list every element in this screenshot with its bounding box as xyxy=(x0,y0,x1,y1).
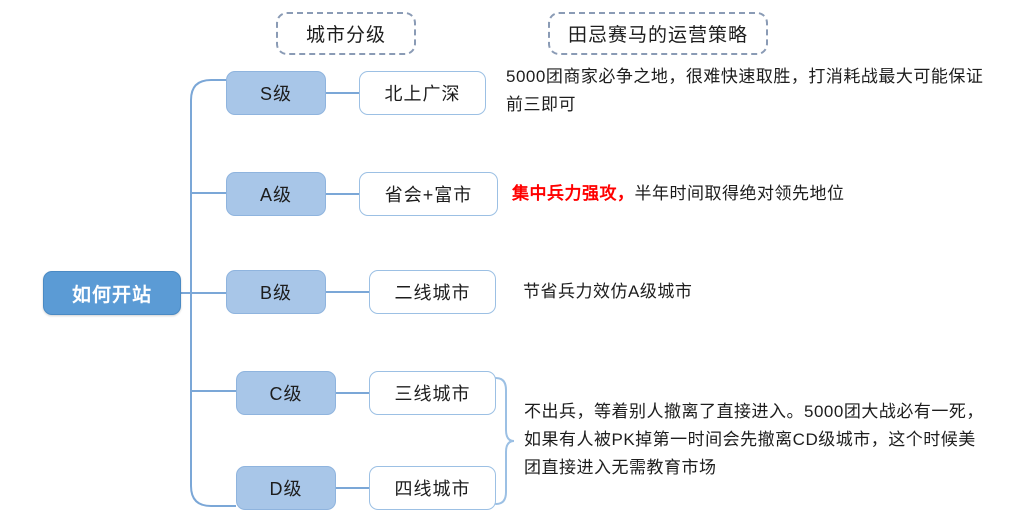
tier-node-s[interactable]: S级 xyxy=(226,71,326,115)
city-node-b[interactable]: 二线城市 xyxy=(369,270,496,314)
city-node-c[interactable]: 三线城市 xyxy=(369,371,496,415)
tier-node-c[interactable]: C级 xyxy=(236,371,336,415)
note-s: 5000团商家必争之地，很难快速取胜，打消耗战最大可能保证前三即可 xyxy=(506,67,984,114)
city-node-a[interactable]: 省会+富市 xyxy=(359,172,498,216)
tier-node-d[interactable]: D级 xyxy=(236,466,336,510)
note-a-accent: 集中兵力强攻， xyxy=(512,184,635,203)
city-node-s[interactable]: 北上广深 xyxy=(359,71,486,115)
tier-node-b[interactable]: B级 xyxy=(226,270,326,314)
root-node[interactable]: 如何开站 xyxy=(43,271,181,315)
header-city-tier: 城市分级 xyxy=(276,12,416,55)
note-a: 集中兵力强攻，半年时间取得绝对领先地位 xyxy=(512,180,982,208)
note-cd: 不出兵，等着别人撤离了直接进入。5000团大战必有一死，如果有人被PK掉第一时间… xyxy=(524,402,984,477)
tier-node-a[interactable]: A级 xyxy=(226,172,326,216)
note-a-rest: 半年时间取得绝对领先地位 xyxy=(634,184,845,203)
header-strategy: 田忌赛马的运营策略 xyxy=(548,12,768,55)
city-node-d[interactable]: 四线城市 xyxy=(369,466,496,510)
note-b: 节省兵力效仿A级城市 xyxy=(523,282,693,301)
